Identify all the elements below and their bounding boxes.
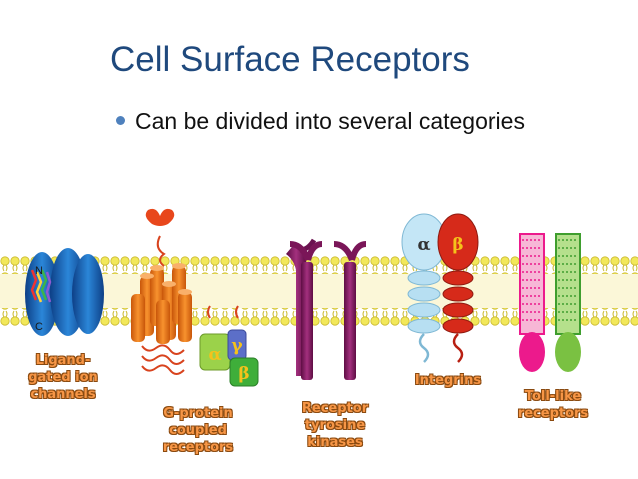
g-protein-alpha: α [199,333,231,371]
toll-like-receptor [519,233,581,372]
alpha-symbol: α [208,345,221,365]
ligand-gated-label-line2: gated ion [28,370,98,385]
integrin-alpha-subunit: α [401,213,447,363]
ligand-gated-ion-channel: N C [25,248,104,336]
rtk-label-line2: tyrosine [304,418,366,433]
toll-like-label: Toll-like receptors [508,388,598,422]
ligand-gated-label-line3: channels [30,387,96,402]
rtk-label-line3: kinases [307,435,363,450]
c-terminal-label: C [35,321,43,333]
integrin-alpha-symbol: α [417,235,430,255]
rtk-label: Receptor tyrosine kinases [290,400,380,451]
g-protein-coupled-receptor: α γ β [131,208,259,387]
rtk-label-line1: Receptor [301,401,369,416]
channel-subunit-strands [30,269,52,303]
g-protein-gamma: γ [227,329,247,361]
beta-symbol: β [238,364,249,384]
slide-title: Cell Surface Receptors [110,40,470,79]
bullet-item: Can be divided into several categories [116,108,525,135]
toll-like-label-line2: receptors [517,406,589,421]
receptor-tyrosine-kinase [286,238,367,380]
n-terminal-label: N [35,265,43,277]
integrin-beta-subunit: β [437,213,479,363]
gamma-symbol: γ [231,336,243,356]
integrins-label: Integrins [414,373,482,388]
gpcr-label-line1: G-protein [163,406,233,421]
ligand-gated-label-line1: Ligand- [35,353,91,368]
bullet-icon [116,116,125,126]
gpcr-label-line3: receptors [162,440,234,455]
gpcr-helices [131,263,192,344]
bullet-text: Can be divided into several categories [135,108,525,134]
integrin-beta-symbol: β [452,235,463,255]
gpcr-label-line2: coupled [169,423,227,438]
toll-like-label-line1: Toll-like [524,389,582,404]
g-protein-beta: β [229,357,259,387]
ligand-gated-label: Ligand- gated ion channels [18,352,108,403]
integrin-receptor: α β [401,213,479,363]
gpcr-label: G-protein coupled receptors [150,405,246,456]
